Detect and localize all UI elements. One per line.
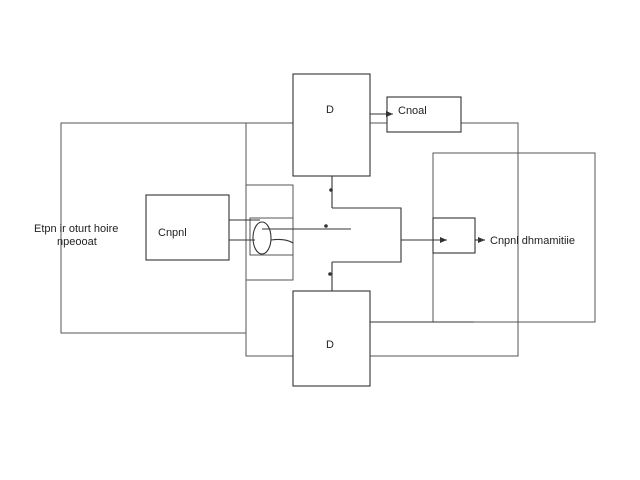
top-d-block	[292, 73, 371, 177]
right-small-block	[432, 217, 476, 254]
bottom-d-label: D	[326, 339, 334, 351]
input-block	[145, 194, 230, 261]
right-output-label: Cnpnl dhmamitiie	[490, 235, 575, 247]
summing-node	[252, 221, 272, 255]
top-d-label: D	[326, 104, 334, 116]
input-description-line2: npeooat	[57, 236, 97, 248]
top-output-label: Cnoal	[398, 105, 427, 117]
junction-inner-box	[249, 217, 294, 256]
junction-dot-mid	[324, 224, 328, 228]
junction-dot-top	[329, 188, 333, 192]
top-d-feed-line	[332, 207, 402, 263]
junction-dot-bottom	[328, 272, 332, 276]
bottom-d-block	[292, 290, 371, 387]
node-hook	[270, 238, 294, 244]
input-block-label: Cnpnl	[158, 227, 187, 239]
input-description-line1: Etpn ir oturt hoire	[34, 223, 119, 235]
